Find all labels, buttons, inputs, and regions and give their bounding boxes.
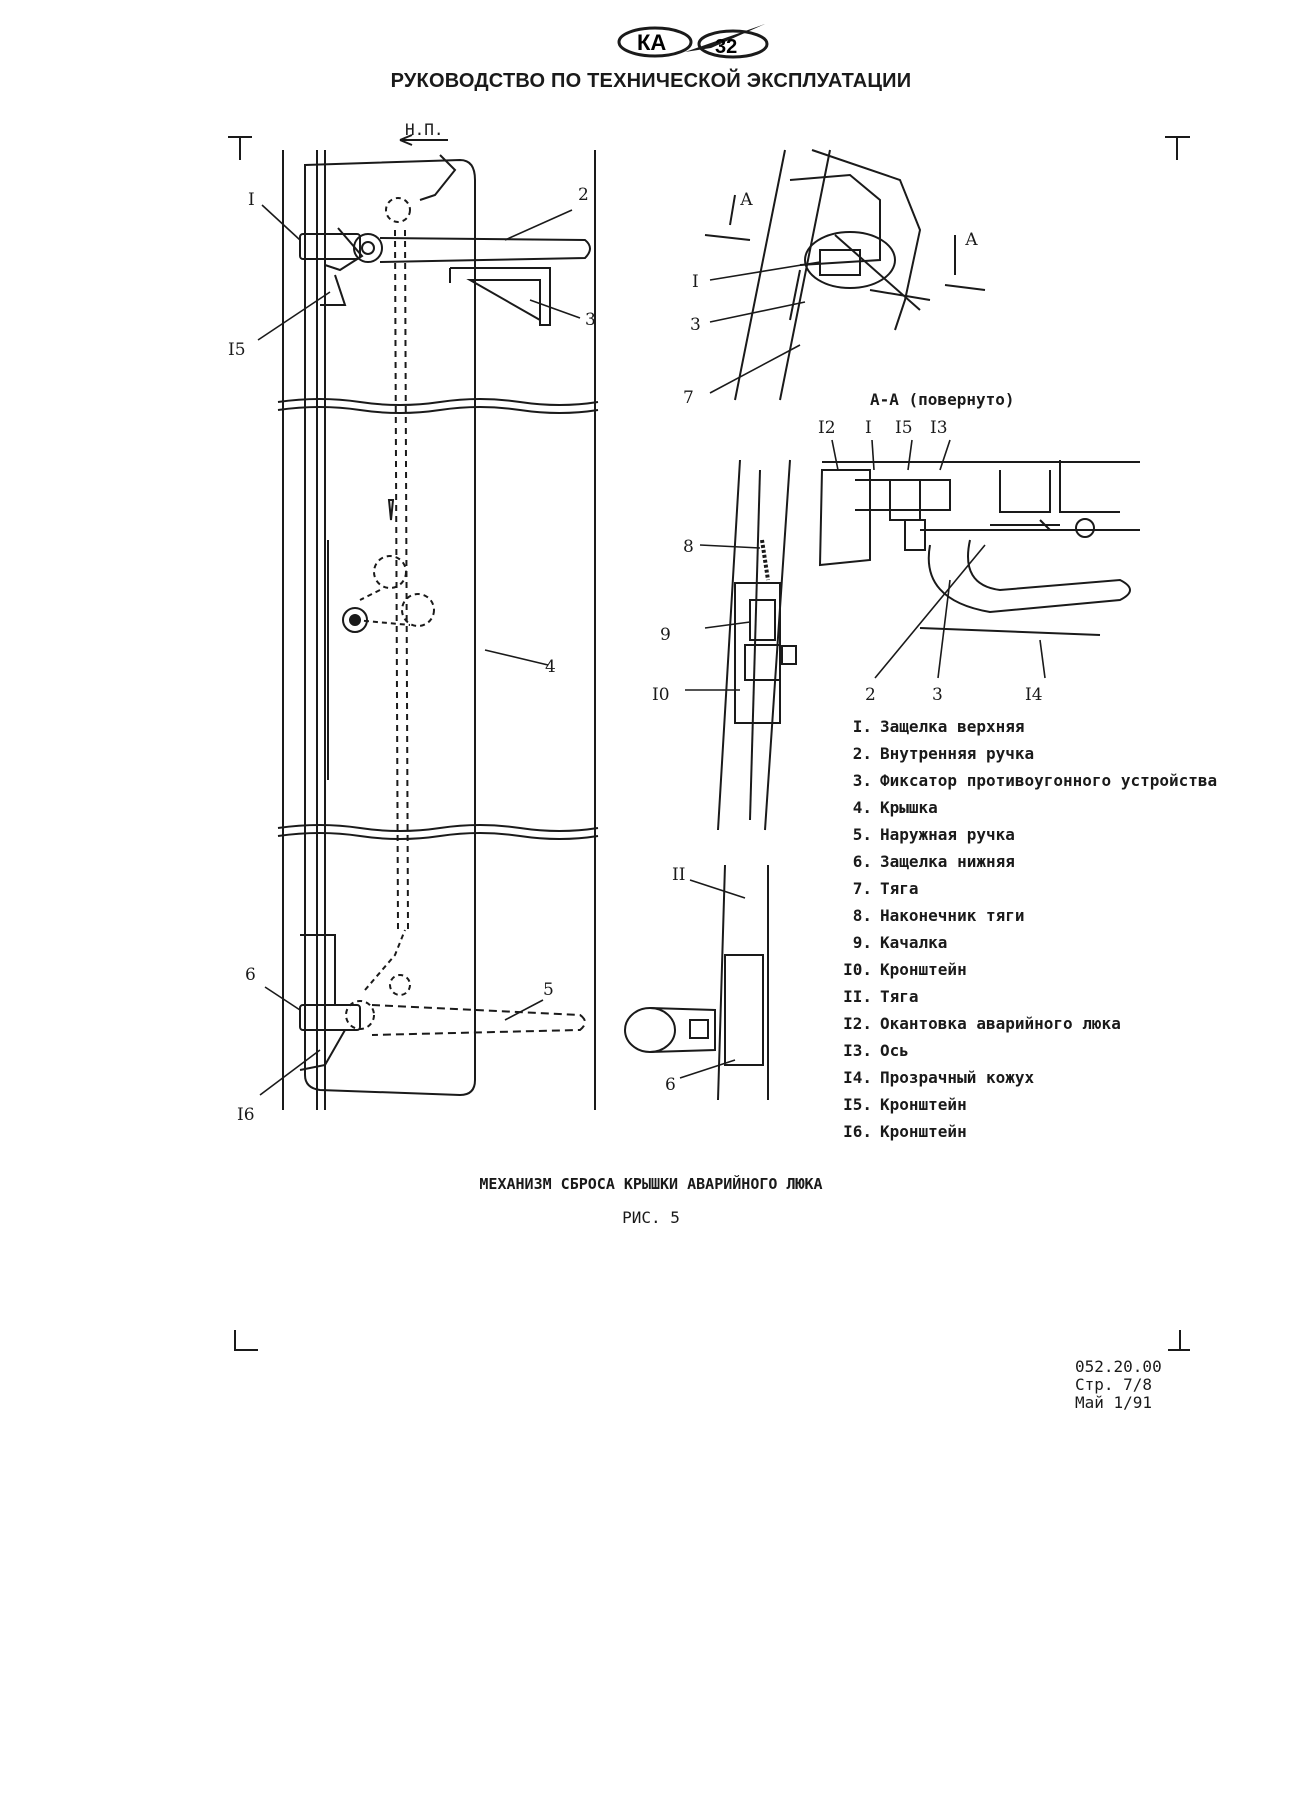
callout-6-main: 6: [245, 965, 256, 985]
legend-item: II. Тяга: [838, 988, 1278, 1006]
legend-item: 9. Качалка: [838, 934, 1278, 952]
legend-item-text: Наружная ручка: [880, 825, 1015, 844]
callout-5-main: 5: [543, 980, 554, 1000]
callout-1-section: I: [865, 418, 872, 438]
legend-item-text: Кронштейн: [880, 1095, 967, 1114]
corner-mark-bottom-left: [234, 1330, 258, 1351]
legend-item: 7. Тяга: [838, 880, 1278, 898]
legend-item-text: Прозрачный кожух: [880, 1068, 1035, 1087]
callout-14-section: I4: [1025, 685, 1043, 705]
legend-item-number: I3.: [843, 1041, 872, 1060]
legend-item-text: Кронштейн: [880, 960, 967, 979]
legend-item: I0. Кронштейн: [838, 961, 1278, 979]
legend-item-text: Тяга: [880, 987, 919, 1006]
legend-item: I4. Прозрачный кожух: [838, 1069, 1278, 1087]
callout-2-section: 2: [865, 685, 876, 705]
legend-item-number: I.: [852, 717, 872, 736]
document-number: 052.20.00: [1075, 1357, 1162, 1376]
legend-item-text: Ось: [880, 1041, 909, 1060]
legend-item-number: 8.: [852, 906, 872, 925]
main-view-frame: [277, 134, 599, 1110]
revision-date: Май 1/91: [1075, 1393, 1153, 1412]
page-number: Стр. 7/8: [1075, 1375, 1153, 1394]
callout-9-detail: 9: [660, 625, 671, 645]
callout-16-main: I6: [237, 1105, 255, 1125]
legend-item-text: Наконечник тяги: [880, 906, 1025, 925]
callout-1-main: I: [248, 190, 255, 210]
callout-6-detail: 6: [665, 1075, 676, 1095]
legend-item-number: I5.: [843, 1095, 872, 1114]
legend-item-text: Тяга: [880, 879, 919, 898]
legend-item: 4. Крышка: [838, 799, 1278, 817]
legend-item-number: 2.: [852, 744, 872, 763]
legend-item: 2. Внутренняя ручка: [838, 745, 1278, 763]
section-arrow-label-right: А: [965, 230, 978, 250]
section-arrow-label-left: А: [740, 190, 753, 210]
legend-item-number: I6.: [843, 1122, 872, 1141]
legend-item-text: Защелка верхняя: [880, 717, 1025, 736]
callout-11-detail: II: [672, 865, 685, 885]
logo-ka-text: КА: [637, 30, 666, 55]
corner-mark-top-right: [1165, 136, 1190, 160]
direction-label: Н.П.: [405, 120, 444, 139]
callout-13-section: I3: [930, 418, 948, 438]
detail-view-top: [704, 149, 986, 401]
detail-view-rocker: [717, 459, 797, 831]
legend-item: 6. Защелка нижняя: [838, 853, 1278, 871]
figure-number: РИС. 5: [622, 1208, 680, 1227]
corner-mark-bottom-right: [1168, 1330, 1190, 1351]
legend-item-number: 3.: [852, 771, 872, 790]
document-code-block: 052.20.00 Стр. 7/8 Май 1/91: [1075, 1358, 1162, 1412]
callout-8-detail: 8: [683, 537, 694, 557]
legend-item-number: II.: [843, 987, 872, 1006]
legend-item-text: Внутренняя ручка: [880, 744, 1035, 763]
callout-15-main: I5: [228, 340, 246, 360]
legend-item-number: I4.: [843, 1068, 872, 1087]
legend-item: I. Защелка верхняя: [838, 718, 1278, 736]
callout-3-section: 3: [932, 685, 943, 705]
callout-7-detail: 7: [683, 388, 694, 408]
legend-item: I2. Окантовка аварийного люка: [838, 1015, 1278, 1033]
callout-3-detail: 3: [690, 315, 701, 335]
section-view-a-a: [818, 460, 1140, 636]
legend-item-number: 5.: [852, 825, 872, 844]
legend-item-number: I0.: [843, 960, 872, 979]
callout-10-detail: I0: [652, 685, 670, 705]
legend-item-text: Окантовка аварийного люка: [880, 1014, 1121, 1033]
legend-item: I5. Кронштейн: [838, 1096, 1278, 1114]
legend-item-text: Защелка нижняя: [880, 852, 1015, 871]
ka32-logo: КА 32: [617, 24, 769, 59]
legend-item-text: Фиксатор противоугонного устройства: [880, 771, 1218, 790]
legend-item-number: I2.: [843, 1014, 872, 1033]
legend-item: 5. Наружная ручка: [838, 826, 1278, 844]
legend-item-number: 7.: [852, 879, 872, 898]
legend-item: I3. Ось: [838, 1042, 1278, 1060]
legend-item-number: 6.: [852, 852, 872, 871]
callout-3-main: 3: [585, 310, 596, 330]
parts-legend: I. Защелка верхняя 2. Внутренняя ручка 3. Фик…: [838, 718, 1278, 1150]
legend-item: 8. Наконечник тяги: [838, 907, 1278, 925]
legend-item: I6. Кронштейн: [838, 1123, 1278, 1141]
section-view-title: А-А (повернуто): [870, 390, 1015, 409]
logo-number-text: 32: [715, 36, 737, 58]
corner-mark-top-left: [228, 136, 252, 160]
legend-item-text: Крышка: [880, 798, 938, 817]
figure-caption-title: МЕХАНИЗМ СБРОСА КРЫШКИ АВАРИЙНОГО ЛЮКА: [479, 1175, 823, 1193]
callout-leaders: [257, 204, 1046, 1096]
legend-item-text: Кронштейн: [880, 1122, 967, 1141]
callout-12-section: I2: [818, 418, 836, 438]
callout-2-main: 2: [578, 185, 589, 205]
callout-1-detail: I: [692, 272, 699, 292]
callout-15-section: I5: [895, 418, 913, 438]
detail-view-lower-latch: [624, 864, 769, 1101]
manual-title: РУКОВОДСТВО ПО ТЕХНИЧЕСКОЙ ЭКСПЛУАТАЦИИ: [390, 70, 912, 92]
legend-item-number: 9.: [852, 933, 872, 952]
legend-item-text: Качалка: [880, 933, 948, 952]
legend-item-number: 4.: [852, 798, 872, 817]
legend-item: 3. Фиксатор противоугонного устройства: [838, 772, 1278, 790]
callout-4-main: 4: [545, 657, 556, 677]
